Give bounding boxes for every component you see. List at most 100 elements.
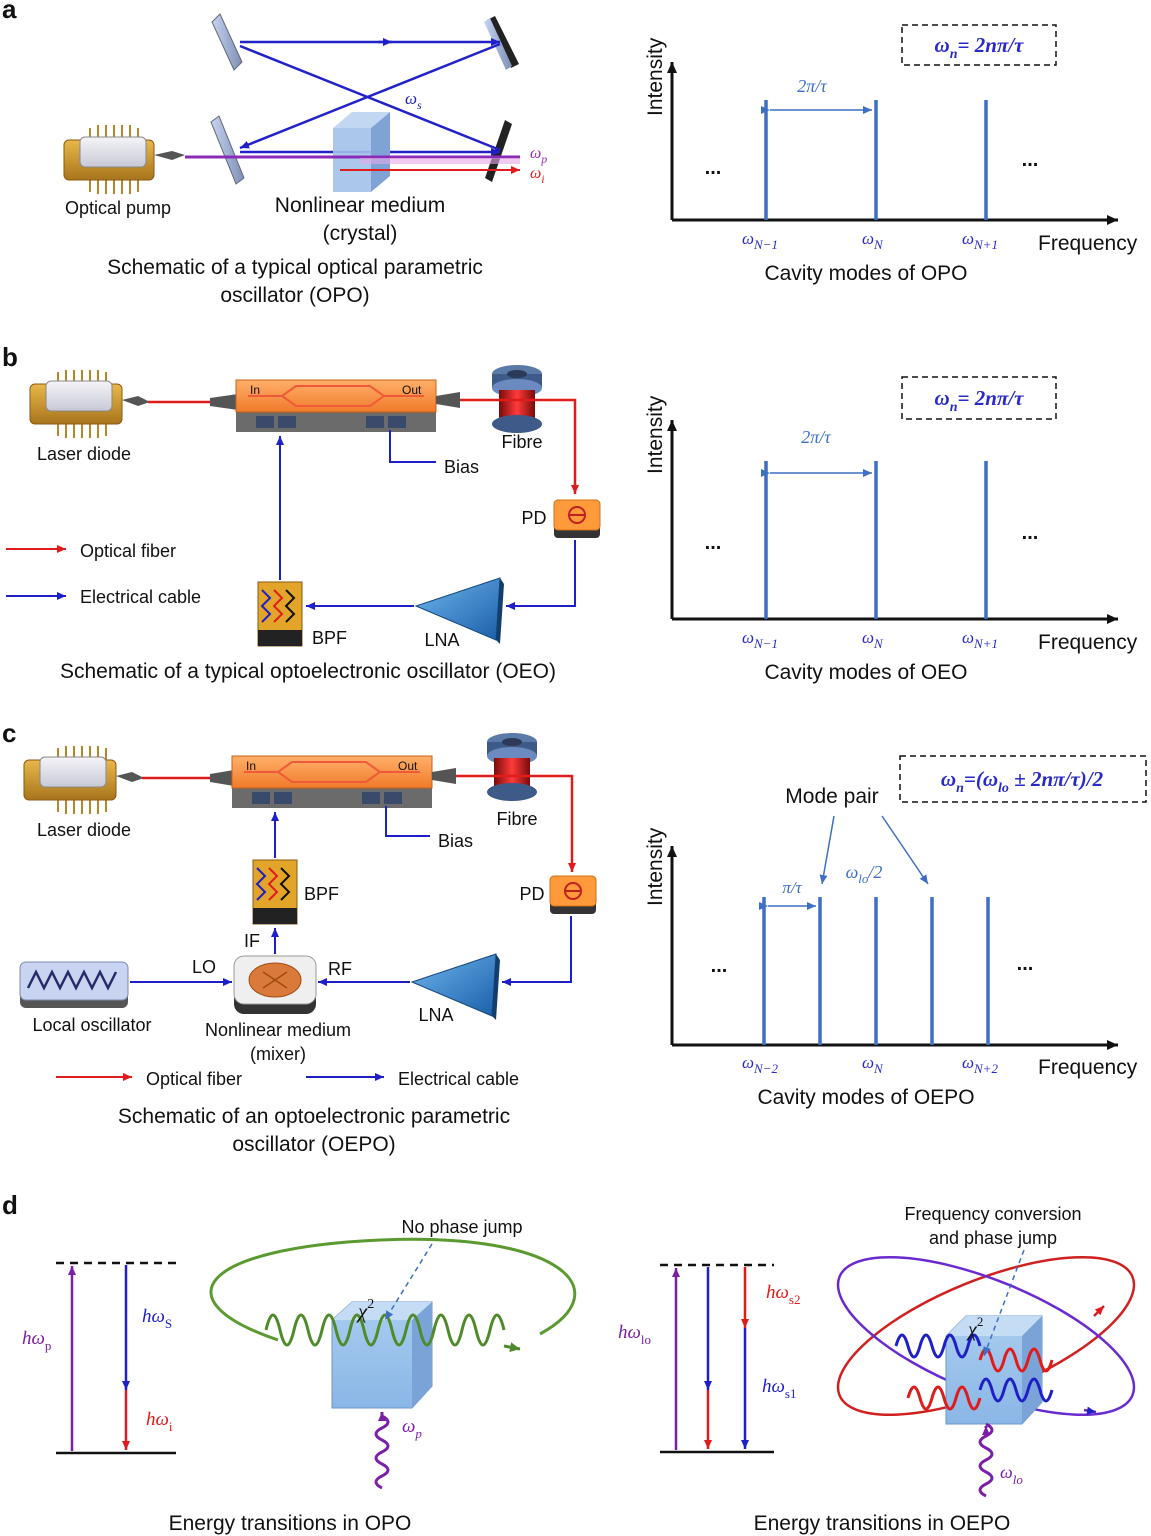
modulator: In Out	[231, 755, 433, 808]
x-axis-label: Frequency	[1038, 232, 1138, 255]
tick-label: ωN−1	[742, 628, 778, 651]
h-omega-p: hωp	[22, 1328, 51, 1353]
photodetector	[553, 499, 601, 538]
mod-out-label: Out	[398, 759, 418, 773]
h-omega-lo: hωlo	[618, 1322, 651, 1347]
pump-omega-label: ωp	[402, 1416, 422, 1441]
formula-box	[899, 755, 1147, 803]
crystal-label-2: (crystal)	[323, 222, 398, 245]
pd-label: PD	[519, 884, 544, 904]
mixer	[233, 955, 317, 1014]
panel-a-caption-1: Schematic of a typical optical parametri…	[107, 256, 483, 279]
bias-line	[385, 806, 430, 837]
formula-box	[901, 24, 1057, 66]
local-oscillator-label: Local oscillator	[32, 1015, 151, 1035]
spacing-label: 2π/τ	[801, 427, 831, 447]
ellipsis-left: ...	[705, 157, 722, 179]
bpf-label: BPF	[312, 628, 347, 648]
y-axis-label: Intensity	[644, 395, 667, 474]
mixer-label-2: (mixer)	[250, 1044, 306, 1064]
chart-oepo-modes: Intensity Frequency ωn=(ωlo ± 2nπ/τ)/2 M…	[644, 755, 1147, 1109]
panel-letter-d: d	[2, 1190, 18, 1220]
panel-d: d hωp hωS hωi χ2 No phase jump ωp	[2, 1190, 1136, 1535]
ellipsis-right: ...	[1017, 953, 1034, 975]
rf-label: RF	[328, 959, 352, 979]
lo-pump-wave	[978, 1422, 994, 1498]
panel-c-caption-2: oscillator (OEPO)	[232, 1133, 395, 1156]
panel-letter-a: a	[2, 0, 17, 24]
panel-letter-c: c	[2, 718, 16, 748]
fibre-label: Fibre	[501, 432, 542, 452]
lo-pump-label: ωlo	[1000, 1462, 1023, 1487]
chart-opo-modes: Intensity Frequency ωn= 2nπ/τ 2π/τ ... .…	[644, 24, 1138, 285]
opo-loop: χ2 No phase jump ωp	[209, 1217, 577, 1490]
oepo-caption: Energy transitions in OEPO	[754, 1512, 1011, 1535]
tick-label: ωN−1	[742, 229, 778, 252]
y-axis-label: Intensity	[644, 37, 667, 116]
no-phase-jump-label: No phase jump	[401, 1217, 522, 1237]
lna-amplifier	[410, 953, 500, 1020]
blue-wave-top	[894, 1333, 982, 1359]
panel-c: c Laser diode In Out Bias	[2, 718, 597, 1156]
tick-label: ωN+2	[962, 1053, 998, 1076]
fiber-line	[460, 398, 579, 494]
mode-pair-arrow	[819, 815, 835, 885]
laser-diode-label: Laser diode	[37, 444, 131, 464]
omega-p-label: ωp	[530, 145, 547, 166]
crystal-label-1: Nonlinear medium	[275, 194, 445, 217]
legend-electrical: Electrical cable	[398, 1069, 519, 1089]
panel-letter-b: b	[2, 342, 18, 372]
x-axis-label: Frequency	[1038, 631, 1138, 654]
h-omega-s2: hωs2	[766, 1282, 800, 1307]
mirror-bottom-left	[210, 115, 245, 185]
lna-label: LNA	[418, 1005, 453, 1025]
lo-label: LO	[192, 957, 216, 977]
photodetector	[549, 875, 597, 914]
laser-diode-label: Laser diode	[37, 820, 131, 840]
if-label: IF	[244, 931, 260, 951]
opo-energy-diagram: hωp hωS hωi	[22, 1261, 176, 1455]
panel-c-caption-1: Schematic of an optoelectronic parametri…	[118, 1105, 510, 1128]
omega-i-label: ωi	[530, 165, 545, 186]
bandpass-filter	[252, 859, 298, 925]
chi2-label: χ2	[356, 1297, 374, 1323]
bias-line	[389, 430, 436, 463]
tick-label: ωN+1	[962, 229, 998, 252]
blue-wave-bottom	[978, 1377, 1054, 1403]
annotation-arrow	[384, 1243, 433, 1321]
lna-label: LNA	[424, 630, 459, 650]
opo-caption: Energy transitions in OPO	[169, 1512, 412, 1535]
pump-wave	[374, 1414, 390, 1490]
h-omega-i: hωi	[146, 1409, 173, 1434]
red-wave-bottom	[906, 1385, 982, 1411]
bias-label: Bias	[444, 457, 479, 477]
mod-in-label: In	[250, 383, 260, 397]
mode-pair-label: Mode pair	[785, 785, 878, 808]
x-axis-label: Frequency	[1038, 1056, 1138, 1079]
optical-pump-device	[63, 125, 185, 194]
panel-b: b Laser diode In Out Bias	[2, 342, 601, 683]
tick-label: ωN−2	[742, 1053, 778, 1076]
mirror-top-left	[211, 13, 243, 71]
optical-pump-label: Optical pump	[65, 198, 171, 218]
formula: ωn=(ωlo ± 2nπ/τ)/2	[941, 767, 1104, 796]
chart-caption: Cavity modes of OEO	[764, 661, 967, 684]
electrical-line	[506, 540, 576, 610]
half-spacing-label: π/τ	[782, 878, 802, 897]
tick-label: ωN	[862, 628, 884, 651]
mod-out-label: Out	[402, 383, 422, 397]
chart-caption: Cavity modes of OPO	[764, 262, 967, 285]
fibre-spool	[487, 733, 537, 801]
formula: ωn= 2nπ/τ	[935, 386, 1025, 415]
mod-in-label: In	[246, 759, 256, 773]
tick-label: ωN	[862, 1053, 884, 1076]
chart-caption: Cavity modes of OEPO	[757, 1086, 974, 1109]
panel-b-caption: Schematic of a typical optoelectronic os…	[60, 660, 556, 683]
h-omega-s1: hωs1	[762, 1376, 796, 1401]
laser-diode-device	[29, 370, 150, 438]
h-omega-s: hωS	[142, 1306, 172, 1331]
laser-diode-device	[23, 746, 144, 814]
oepo-loops: χ2 Frequency conversion and phase jump ω…	[836, 1204, 1136, 1498]
lo-half-label: ωlo/2	[846, 862, 883, 886]
